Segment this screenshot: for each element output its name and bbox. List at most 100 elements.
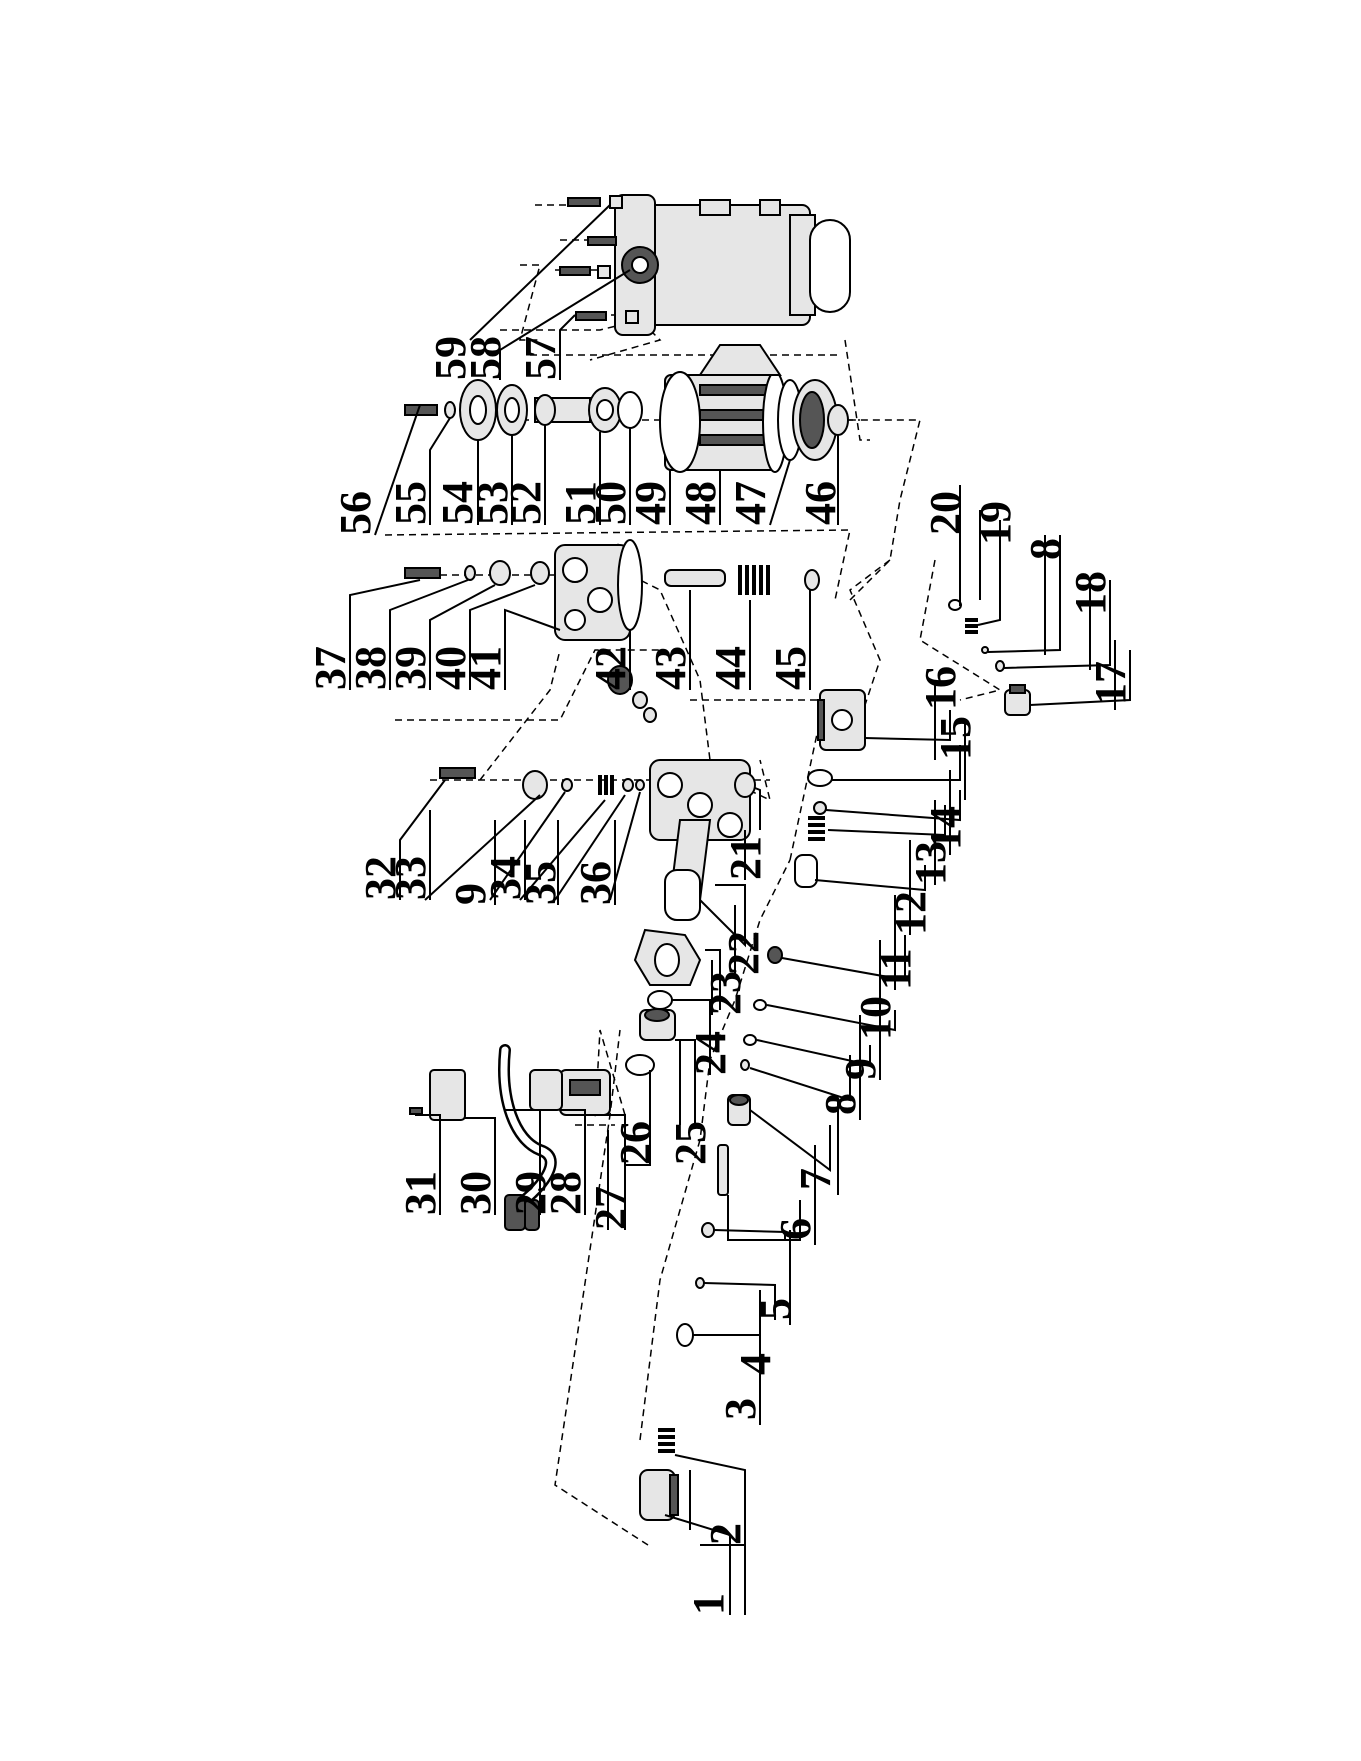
spring-19 — [965, 620, 978, 632]
screw-37 — [405, 568, 440, 578]
nut-23 — [635, 930, 700, 985]
part-label: 57 — [516, 336, 565, 380]
part-label: 17 — [1086, 661, 1135, 705]
washer-38 — [465, 566, 475, 580]
part-label: 27 — [586, 1186, 635, 1230]
part-label: 47 — [726, 481, 775, 525]
part-label: 8 — [816, 1093, 865, 1115]
part-label: 44 — [706, 646, 755, 690]
part-label: 41 — [461, 646, 510, 690]
part-label: 3 — [716, 1398, 765, 1420]
part-label: 20 — [921, 491, 970, 535]
part-label: 45 — [766, 646, 815, 690]
valve-washer — [644, 708, 656, 722]
part-label: 48 — [676, 481, 725, 525]
part-label: 18 — [1066, 571, 1115, 615]
o-ring-42 — [618, 540, 642, 630]
part-label: 43 — [646, 646, 695, 690]
part-label: 12 — [886, 891, 935, 935]
part-label: 21 — [721, 836, 770, 880]
part-label: 4 — [731, 1353, 780, 1375]
part-label: 33 — [386, 856, 435, 900]
fitting-16 — [818, 690, 865, 750]
o-ring-10 — [754, 1000, 766, 1010]
part-label: 23 — [701, 971, 750, 1015]
pump-housing — [660, 345, 787, 472]
spring-34 — [600, 775, 612, 795]
part-label: 46 — [796, 481, 845, 525]
washer-9 — [562, 779, 572, 791]
seal-14 — [814, 802, 826, 814]
washer-55 — [445, 402, 455, 418]
part-label: 22 — [719, 931, 768, 975]
part-label: 24 — [686, 1031, 735, 1075]
bearing-51 — [589, 388, 621, 432]
o-ring-9 — [744, 1035, 756, 1045]
shaft-52 — [535, 395, 590, 425]
part-label: 5 — [751, 1298, 800, 1320]
part-label: 52 — [501, 481, 550, 525]
washer-4 — [696, 1278, 704, 1288]
housing-1 — [640, 1470, 678, 1520]
piston-12 — [795, 855, 817, 887]
spring-44 — [740, 565, 768, 595]
seal-36 — [636, 780, 644, 790]
plug-21 — [735, 773, 755, 797]
part-label: 56 — [331, 491, 380, 535]
washer-50 — [618, 392, 642, 428]
part-label: 16 — [916, 666, 965, 710]
part-label: 49 — [626, 481, 675, 525]
ball-35 — [623, 779, 633, 791]
seal-39 — [490, 561, 510, 585]
o-ring-15 — [808, 770, 832, 786]
switch-cover-27 — [560, 1070, 610, 1115]
screw-56 — [405, 405, 437, 415]
part-label: 9 — [836, 1058, 885, 1080]
spring-13 — [808, 818, 825, 839]
part-label: 6 — [771, 1218, 820, 1240]
valve-7 — [728, 1095, 750, 1125]
part-labels: 1 2 3 4 5 6 7 8 9 10 11 12 13 14 15 16 1… — [306, 336, 1135, 1615]
part-label: 36 — [571, 861, 620, 905]
part-label: 55 — [386, 481, 435, 525]
fitting-25 — [640, 1009, 675, 1040]
valve-seat — [633, 692, 647, 708]
bearing-46 — [828, 405, 848, 435]
part-label: 15 — [931, 716, 980, 760]
part-label: 25 — [666, 1121, 715, 1165]
retainer-45 — [805, 570, 819, 590]
part-label: 30 — [451, 1171, 500, 1215]
screw-32 — [440, 768, 475, 778]
part-label: 42 — [586, 646, 635, 690]
part-label: 7 — [791, 1168, 840, 1190]
screw-31 — [410, 1108, 422, 1114]
nut-11 — [768, 947, 782, 963]
part-label: 14 — [921, 806, 970, 850]
piston-43 — [665, 570, 725, 586]
ball-8b — [982, 647, 988, 653]
part-label: 58 — [461, 336, 510, 380]
switch-28 — [530, 1070, 562, 1110]
bearing-53 — [497, 385, 527, 435]
washer-8 — [741, 1060, 749, 1070]
part-label: 1 — [684, 1593, 733, 1615]
part-label: 31 — [396, 1171, 445, 1215]
seal-5 — [702, 1223, 714, 1237]
part-label: 2 — [701, 1523, 750, 1545]
o-ring-3 — [677, 1324, 693, 1346]
part-label: 19 — [971, 501, 1020, 545]
washer-24 — [648, 991, 672, 1009]
part-label: 29 — [506, 1171, 555, 1215]
motor-assembly — [615, 195, 850, 335]
seal-54 — [460, 380, 496, 440]
spring-2 — [658, 1430, 675, 1451]
part-label: 11 — [871, 948, 920, 990]
part-label: 8 — [1021, 538, 1070, 560]
connector-17 — [1005, 685, 1030, 715]
part-label: 26 — [611, 1121, 660, 1165]
plug-33 — [523, 771, 547, 799]
seal-40 — [531, 562, 549, 584]
part-label: 35 — [516, 861, 565, 905]
washer-18 — [996, 661, 1004, 671]
